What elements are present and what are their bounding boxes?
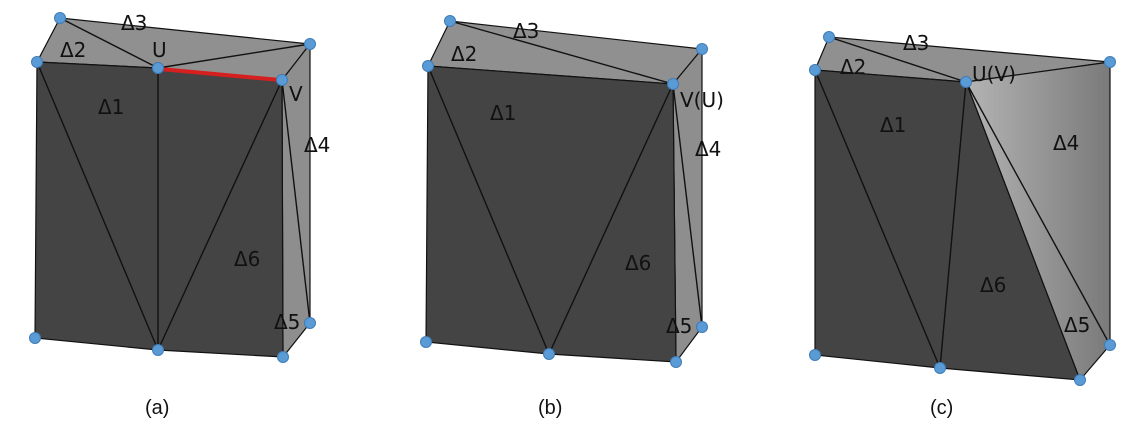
- panel-c: Δ1 Δ2 Δ3 Δ4 Δ5 Δ6 U(V) (c): [809, 31, 1116, 419]
- triangle-label: Δ3: [513, 19, 539, 43]
- vertex: [304, 38, 316, 50]
- triangle-label: Δ1: [98, 95, 124, 119]
- triangle-label: Δ2: [451, 42, 477, 66]
- edge: [449, 20, 674, 85]
- front-face: [814, 69, 1081, 381]
- vertex: [1104, 56, 1116, 68]
- front-face: [425, 65, 677, 363]
- vertex: [1074, 374, 1086, 386]
- vertex: [809, 64, 821, 76]
- triangle-label: Δ3: [903, 31, 929, 55]
- edge: [427, 65, 550, 355]
- triangle-label: Δ5: [666, 314, 692, 338]
- vertex: [696, 321, 708, 333]
- collapse-edge: [159, 67, 281, 82]
- triangle-label: Δ6: [234, 247, 260, 271]
- triangle-label: Δ2: [60, 38, 86, 62]
- front-face: [34, 61, 284, 358]
- vertex: [543, 348, 555, 360]
- vertex-label-v: V: [289, 82, 303, 106]
- vertex: [934, 362, 946, 374]
- vertex: [422, 60, 434, 72]
- vertex: [1104, 339, 1116, 351]
- vertex-label-u: U: [152, 38, 167, 62]
- edge: [548, 83, 674, 355]
- edge: [281, 79, 311, 324]
- edge: [814, 69, 941, 369]
- edge: [59, 17, 159, 69]
- triangle-label: Δ3: [121, 11, 147, 35]
- vertex: [696, 43, 708, 55]
- triangle-label: Δ5: [1064, 313, 1090, 337]
- triangle-label: Δ4: [1053, 131, 1079, 155]
- vertex: [823, 31, 835, 43]
- edge: [157, 43, 311, 69]
- triangle-label: Δ6: [625, 251, 651, 275]
- panel-caption: (c): [930, 397, 953, 419]
- panel-caption: (b): [538, 397, 562, 419]
- vertex: [420, 336, 432, 348]
- triangle-label: Δ4: [695, 137, 721, 161]
- vertex-merged: [960, 76, 972, 88]
- vertex-merged: [667, 78, 679, 90]
- edge: [965, 81, 1111, 346]
- vertex-label-merged: U(V): [972, 62, 1016, 86]
- vertex: [152, 344, 164, 356]
- panel-b: Δ1 Δ2 Δ3 Δ4 Δ5 Δ6 V(U) (b): [420, 15, 724, 419]
- panel-a: Δ1 Δ2 Δ3 Δ4 Δ5 Δ6 U V (a): [29, 11, 330, 419]
- vertex-label-merged: V(U): [680, 88, 724, 112]
- triangle-label: Δ6: [980, 273, 1006, 297]
- edge: [672, 83, 703, 328]
- vertex: [54, 12, 66, 24]
- triangle-label: Δ1: [490, 101, 516, 125]
- vertex: [277, 351, 289, 363]
- vertex-u: [152, 62, 164, 74]
- vertex-v: [276, 74, 288, 86]
- triangle-label: Δ2: [840, 55, 866, 79]
- vertex: [29, 332, 41, 344]
- edge: [157, 79, 283, 351]
- panel-caption: (a): [145, 397, 169, 419]
- triangle-label: Δ5: [274, 310, 300, 334]
- edge: [36, 61, 159, 351]
- vertex: [444, 15, 456, 27]
- vertex: [809, 349, 821, 361]
- triangle-label: Δ4: [304, 133, 330, 157]
- vertex: [304, 317, 316, 329]
- edge: [939, 81, 967, 369]
- vertex: [670, 356, 682, 368]
- vertex: [31, 56, 43, 68]
- triangle-label: Δ1: [880, 113, 906, 137]
- edge: [828, 36, 967, 83]
